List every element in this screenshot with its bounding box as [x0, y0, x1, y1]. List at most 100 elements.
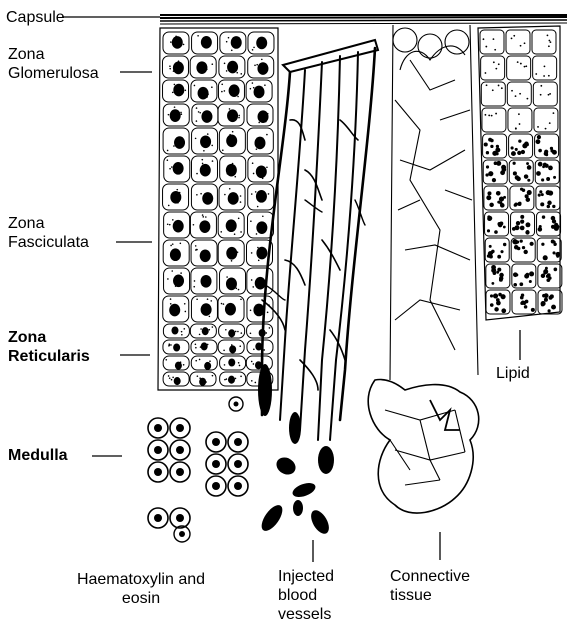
cytoplasm-dot: [173, 39, 175, 41]
cytoplasm-dot: [234, 249, 236, 251]
cytoplasm-dot: [265, 121, 267, 123]
lipid-droplet: [503, 243, 506, 246]
lipid-droplet: [503, 226, 506, 229]
cytoplasm-dot: [174, 84, 176, 86]
medulla-nucleus: [234, 460, 242, 468]
lipid-droplet: [525, 65, 527, 67]
lipid-droplet: [501, 294, 506, 299]
cell-nucleus: [170, 248, 181, 261]
cytoplasm-dot: [196, 298, 198, 300]
cytoplasm-dot: [251, 252, 253, 254]
cytoplasm-dot: [193, 286, 195, 288]
cytoplasm-dot: [253, 349, 255, 351]
cytoplasm-dot: [181, 334, 183, 336]
lipid-droplet: [517, 202, 521, 206]
cell-nucleus: [254, 137, 265, 150]
cytoplasm-dot: [169, 224, 171, 226]
cytoplasm-dot: [170, 41, 172, 43]
cytoplasm-dot: [256, 139, 258, 141]
lipid-droplet: [513, 35, 515, 37]
cytoplasm-dot: [172, 92, 174, 94]
medulla-nucleus: [212, 438, 220, 446]
cytoplasm-dot: [220, 231, 222, 233]
cell-nucleus: [228, 192, 239, 205]
medulla-nucleus: [154, 424, 162, 432]
lipid-droplet: [499, 276, 503, 280]
cytoplasm-dot: [228, 115, 230, 117]
cytoplasm-dot: [210, 300, 212, 302]
lipid-droplet: [517, 61, 519, 63]
cytoplasm-dot: [259, 117, 261, 119]
lipid-droplet: [540, 94, 542, 96]
cytoplasm-dot: [198, 111, 200, 113]
lipid-droplet: [556, 255, 559, 258]
cytoplasm-dot: [172, 243, 174, 245]
lipid-droplet: [525, 222, 530, 227]
lipid-droplet: [519, 93, 521, 95]
lipid-droplet: [548, 40, 550, 42]
lipid-droplet: [501, 308, 506, 313]
label-zona-fasciculata-1: Zona: [8, 214, 44, 233]
lipid-droplet: [553, 176, 556, 179]
cell-nucleus: [201, 342, 208, 350]
cytoplasm-dot: [227, 173, 229, 175]
cytoplasm-dot: [167, 150, 169, 152]
lipid-cell: [507, 56, 531, 80]
cell-nucleus: [200, 249, 211, 262]
lipid-droplet: [524, 142, 529, 147]
cytoplasm-dot: [253, 87, 255, 89]
cytoplasm-dot: [193, 224, 195, 226]
lipid-droplet: [539, 225, 542, 228]
medulla-nucleus: [176, 424, 184, 432]
lipid-droplet: [503, 196, 506, 199]
lipid-droplet: [553, 251, 556, 254]
lipid-droplet: [515, 128, 517, 130]
lipid-droplet: [520, 296, 524, 300]
cytoplasm-dot: [212, 326, 214, 328]
lipid-droplet: [520, 226, 525, 231]
lipid-droplet: [484, 142, 488, 146]
lipid-droplet: [486, 195, 491, 200]
lipid-droplet: [495, 113, 497, 115]
lipid-droplet: [548, 190, 553, 195]
lipid-droplet: [552, 205, 555, 208]
cytoplasm-dot: [201, 66, 203, 68]
cytoplasm-dot: [262, 222, 264, 224]
lipid-droplet: [541, 178, 544, 181]
cytoplasm-dot: [171, 252, 173, 254]
lipid-droplet: [553, 112, 555, 114]
cytoplasm-dot: [178, 60, 180, 62]
cytoplasm-dot: [211, 86, 213, 88]
cytoplasm-dot: [238, 117, 240, 119]
lipid-cell: [485, 238, 509, 262]
cytoplasm-dot: [257, 40, 259, 42]
cell-nucleus: [256, 247, 267, 260]
lipid-droplet: [537, 126, 539, 128]
lipid-droplet: [493, 271, 497, 275]
cell-nucleus: [256, 221, 267, 234]
cytoplasm-dot: [180, 242, 182, 244]
cell-nucleus: [257, 62, 268, 75]
lipid-droplet: [548, 166, 553, 171]
cytoplasm-dot: [195, 347, 197, 349]
lipid-droplet: [548, 94, 550, 96]
lipid-cell: [508, 108, 532, 132]
cytoplasm-dot: [232, 136, 234, 138]
lipid-droplet: [529, 271, 534, 276]
cytoplasm-dot: [195, 343, 197, 345]
lipid-droplet: [511, 146, 514, 149]
label-haematoxylin-1: Haematoxylin and: [66, 570, 216, 589]
cytoplasm-dot: [175, 285, 177, 287]
lipid-droplet: [545, 164, 549, 168]
cytoplasm-dot: [266, 166, 268, 168]
cell-nucleus: [226, 164, 237, 177]
cytoplasm-dot: [202, 284, 204, 286]
blood-vessel-ends: [258, 364, 334, 537]
lipid-droplet: [524, 274, 529, 279]
lipid-droplet: [513, 273, 517, 277]
cytoplasm-dot: [252, 49, 254, 51]
cytoplasm-dot: [268, 193, 270, 195]
lipid-droplet: [526, 230, 529, 233]
cytoplasm-dot: [170, 298, 172, 300]
cytoplasm-dot: [202, 216, 204, 218]
